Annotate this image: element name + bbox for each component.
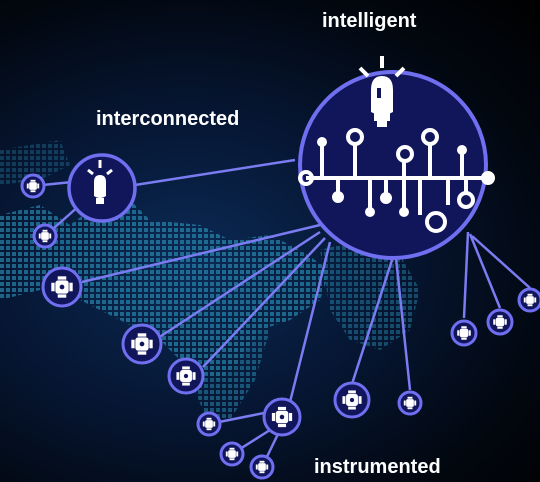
sensor-chip-icon [131,333,153,355]
sensor-nodes [20,173,540,480]
sensor-node [167,357,205,395]
instrumented-label: instrumented [314,456,441,478]
intelligent-hub-node [298,56,495,260]
sensor-chip-icon [457,326,471,340]
sensor-chip-icon [403,396,417,410]
sensor-node [41,266,83,308]
sensor-node [262,397,302,437]
sensor-chip-icon [225,447,239,461]
sensor-node [249,454,275,480]
connector-lines [32,158,531,468]
sensor-chip-icon [38,229,52,243]
sensor-chip-icon [271,406,293,428]
sensor-node [333,381,371,419]
sensor-chip-icon [342,390,362,410]
sensor-node [517,287,540,313]
sensor-node [20,173,46,199]
sensor-node [219,441,245,467]
sensor-node [397,390,423,416]
interconnected-node [67,153,137,223]
network-circuit-icon [298,128,495,233]
lightbulb-icon [358,56,406,127]
sensor-chip-icon [255,460,269,474]
sensor-node [196,411,222,437]
sensor-node [486,308,514,336]
sensor-chip-icon [176,366,196,386]
sensor-chip-icon [26,179,40,193]
intelligent-label: intelligent [322,10,417,32]
sensor-chip-icon [51,276,73,298]
sensor-node [32,223,58,249]
small-lightbulb-icon [87,160,113,204]
sensor-node [450,319,478,347]
connector-hub-to-interconnected [134,158,296,187]
interconnected-label: interconnected [96,108,240,130]
sensor-chip-icon [523,293,537,307]
sensor-node [121,323,163,365]
world-map-background [0,140,420,420]
sensor-chip-icon [202,417,216,431]
sensor-chip-icon [493,315,507,329]
